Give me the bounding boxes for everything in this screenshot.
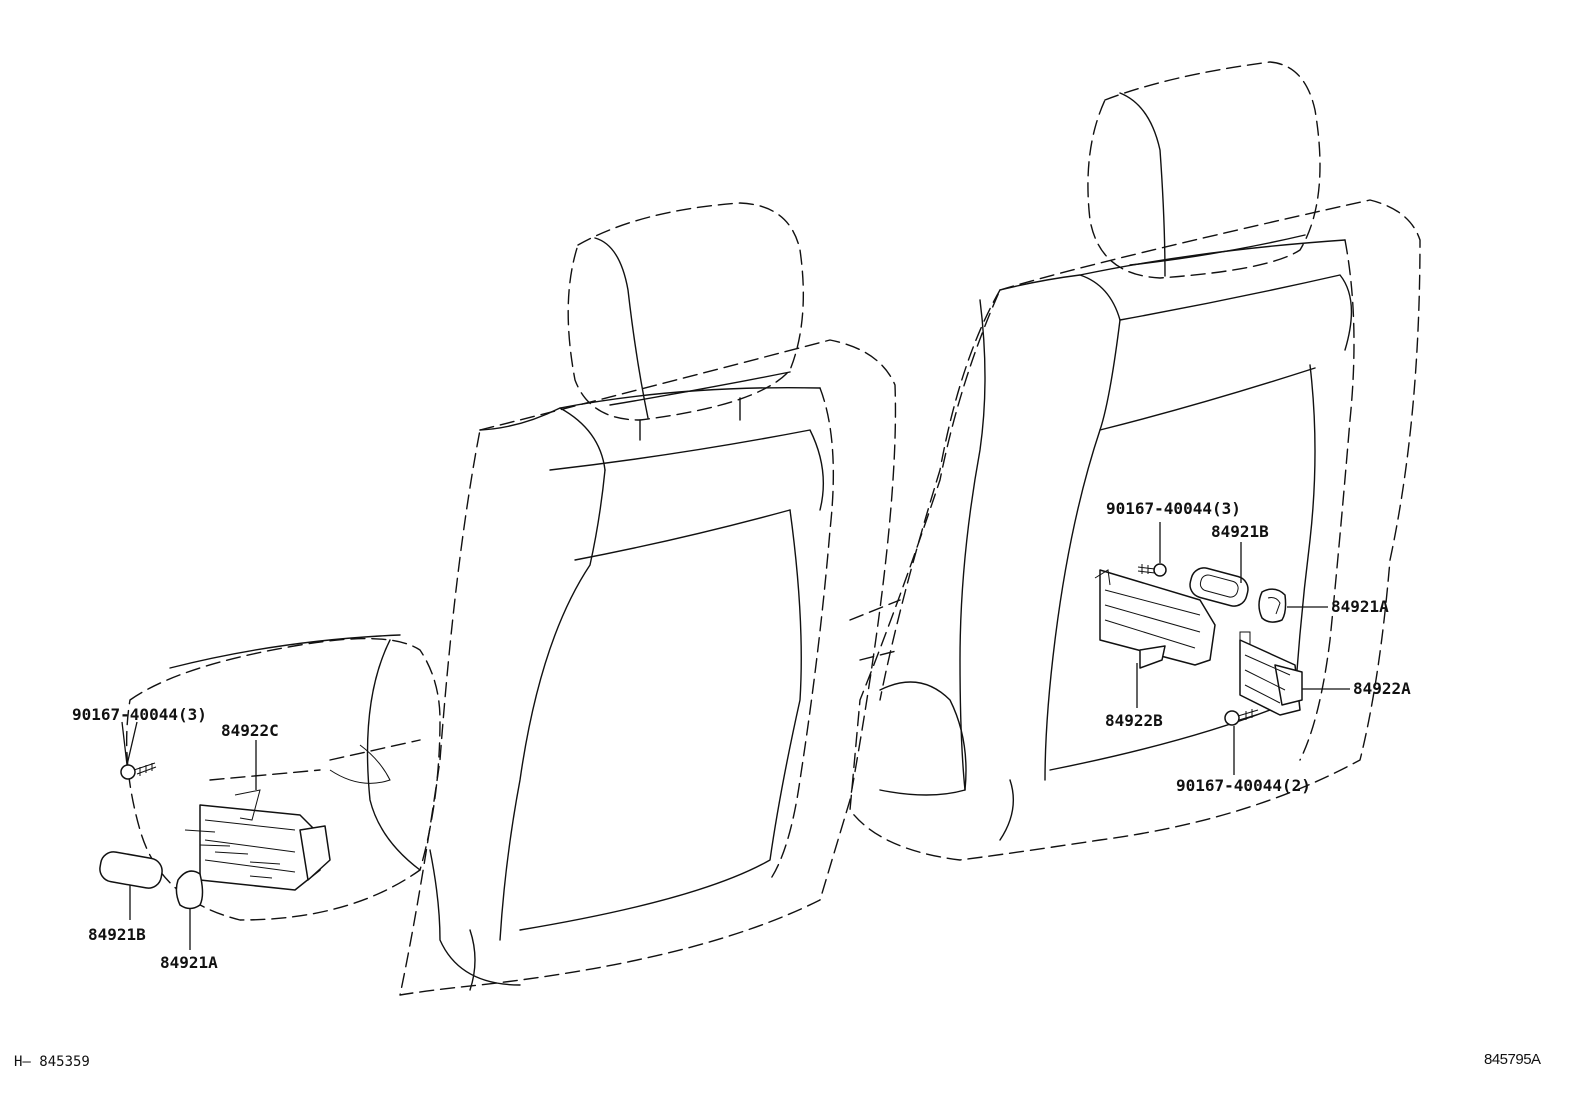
right-knob-84921b — [1189, 567, 1249, 607]
left-leader-lines — [121, 721, 257, 950]
right-lower-screw — [1224, 709, 1260, 726]
label-right-lower-screw: 90167-40044(2) — [1176, 776, 1311, 795]
left-knob-84921b — [99, 851, 163, 889]
left-screw — [120, 762, 157, 780]
right-knob-84921a — [1258, 588, 1287, 623]
right-switch-84922b — [1094, 569, 1216, 669]
left-switch-84922c — [184, 789, 331, 891]
right-leader-lines — [1136, 522, 1350, 775]
right-switch-84922a — [1239, 631, 1303, 716]
label-left-knob-84921a: 84921A — [160, 953, 218, 972]
right-upper-screw — [1137, 563, 1167, 577]
label-right-switch-84922b: 84922B — [1105, 711, 1163, 730]
label-left-screw: 90167-40044(3) — [72, 705, 207, 724]
label-left-switch-84922c: 84922C — [221, 721, 279, 740]
left-knob-84921a — [175, 870, 204, 910]
footer-right-code: 845795A — [1484, 1051, 1541, 1068]
label-right-knob-84921a: 84921A — [1331, 597, 1389, 616]
label-left-knob-84921b: 84921B — [88, 925, 146, 944]
label-right-upper-screw: 90167-40044(3) — [1106, 499, 1241, 518]
right-seat-outline — [849, 61, 1421, 861]
left-seat-outline — [125, 202, 897, 996]
footer-left-code: H– 845359 — [14, 1054, 90, 1070]
label-right-knob-84921b: 84921B — [1211, 522, 1269, 541]
label-right-switch-84922a: 84922A — [1353, 679, 1411, 698]
